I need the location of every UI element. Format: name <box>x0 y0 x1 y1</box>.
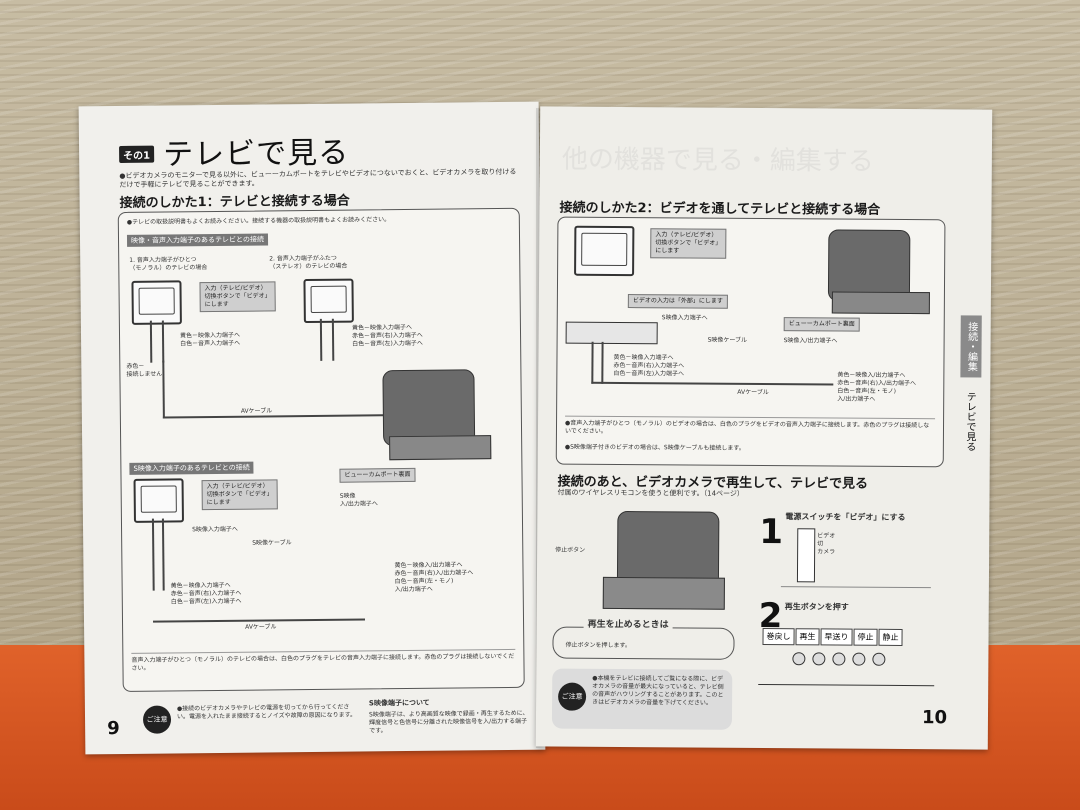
stop-button[interactable]: 停止 <box>853 628 878 646</box>
input-callout-right: 入力（テレビ/ビデオ） 切換ボタンで「ビデオ」 にします <box>650 228 727 259</box>
box2-note2: ●S映像端子付きのビデオの場合は、S映像ケーブルも接続します。 <box>564 443 745 452</box>
remote-dot-icon <box>852 652 866 666</box>
cable-line <box>319 318 323 361</box>
fast-forward-button[interactable]: 早送り <box>820 628 853 646</box>
right-page: 他の機器で見る・編集する 接続のしかた2：ビデオを通してテレビと接続する場合 入… <box>535 106 993 750</box>
port-label-right: ビューーカムポート裏面 <box>783 317 860 332</box>
s-in-label: S映像入力端子へ <box>661 314 708 322</box>
jack-labels-mono: 黄色－映像入力端子へ 白色－音声入力端子へ <box>179 331 241 348</box>
play-button[interactable]: 再生 <box>795 628 820 646</box>
s-terminal-label: S映像 入/出力端子へ <box>339 492 378 508</box>
left-page: その1 テレビで見る ●ビデオカメラのモニターで見る以外に、ビューーカムポートを… <box>78 101 546 755</box>
cable-line <box>151 518 155 591</box>
s-cable-label-right: S映像ケーブル <box>707 336 748 344</box>
side-text: テレビで見る <box>963 391 976 452</box>
caution-text-right: ●本機をテレビに接続してご覧になる際に、ビデオカメラの音量が最大になっていると、… <box>592 674 724 707</box>
subheading-s-video: S映像入力端子のあるテレビとの接続 <box>129 461 254 475</box>
dock-station-right <box>831 291 930 315</box>
step-bottom-line <box>758 683 935 687</box>
section1-heading: 接続のしかた1：テレビと接続する場合 <box>119 193 350 212</box>
cable-line <box>601 341 604 384</box>
page-number-right: 10 <box>921 707 948 729</box>
caution-box: ご注意 ●本機をテレビに接続してご覧になる際に、ビデオカメラの音量が最大になって… <box>551 668 733 730</box>
vcr-unit <box>565 321 658 345</box>
ghost-title: 他の機器で見る・編集する <box>561 144 874 177</box>
jack-labels-right: 黄色－映像入力端子へ 赤色－音声(右)入力端子へ 白色－音声(左)入力端子へ <box>613 353 685 378</box>
dock-playback <box>602 576 725 610</box>
page-number-left: 9 <box>107 718 120 740</box>
cable-line <box>331 318 335 361</box>
section2-heading: 接続のしかた2：ビデオを通してテレビと接続する場合 <box>559 200 881 218</box>
av-cable-label: AVケーブル <box>240 407 273 415</box>
cable-line <box>149 320 153 363</box>
cable-line <box>161 320 165 363</box>
rewind-button[interactable]: 巻戻し <box>762 627 795 646</box>
cable-line <box>161 518 165 591</box>
step-divider <box>780 586 931 589</box>
remote-dot-icon <box>872 652 886 666</box>
cable-line <box>591 341 594 384</box>
s-input-label: S映像入力端子へ <box>192 525 238 534</box>
page-title: テレビで見る <box>162 135 350 173</box>
case1-label: 1. 音声入力端子がひとつ （モノラル）のテレビの場合 <box>129 256 208 272</box>
side-tab: 接続・編集 <box>960 315 982 378</box>
subheading-av: 映像・音声入力端子のあるテレビとの接続 <box>126 233 269 247</box>
power-switch-icon <box>796 528 816 583</box>
stop-box: 再生を止めるときは 停止ボタンを押します。 <box>552 620 735 660</box>
box2-note1: ●音声入力端子がひとつ（モノラル）のビデオの場合は、白色のプラグをビデオの音声入… <box>564 415 936 439</box>
remote-dot-icon <box>812 652 826 666</box>
cable-line <box>591 381 834 386</box>
pause-button[interactable]: 静止 <box>878 628 903 646</box>
playback-subtext: 付属のワイヤレスリモコンを使うと便利です。（14ページ） <box>557 488 744 498</box>
s-out-label: S映像入/出力端子へ <box>783 337 838 345</box>
cable-line <box>162 360 165 419</box>
switch-labels: ビデオ 切 カメラ <box>817 532 836 556</box>
intro-text: ●ビデオカメラのモニターで見る以外に、ビューーカムポートをテレビやビデオにつない… <box>119 167 517 190</box>
footnote: 音声入力端子がひとつ（モノラル）のテレビの場合は、白色のプラグをテレビの音声入力… <box>131 648 516 673</box>
tv-mono <box>131 280 182 325</box>
remote-buttons: 巻戻し再生早送り停止静止 <box>762 624 903 646</box>
out-labels-right: 黄色－映像入/出力端子へ 赤色－音声(右)入/出力端子へ 白色－音声(左・モノ)… <box>837 371 917 403</box>
cable-line <box>153 618 366 623</box>
av-cable-label-right: AVケーブル <box>737 388 769 397</box>
vcr-callout: ビデオの入力は「外部」にします <box>627 294 728 309</box>
connection-box-2: 入力（テレビ/ビデオ） 切換ボタンで「ビデオ」 にします ビデオの入力は「外部」… <box>555 216 946 468</box>
in-labels: 黄色－映像入力端子へ 赤色－音声(右)入力端子へ 白色－音声(左)入力端子へ <box>170 581 242 606</box>
s-cable-label: S映像ケーブル <box>252 539 292 547</box>
caution-text: ●接続のビデオカメラやテレビの電源を切ってから行ってください。電源を入れたまま接… <box>176 703 357 721</box>
out-labels: 黄色－映像入/出力端子へ 赤色－音声(右)入/出力端子へ 白色－音声(左・モノ)… <box>394 561 474 594</box>
dock-station <box>389 435 492 461</box>
cable-line <box>162 414 385 419</box>
step1-number: 1 <box>759 511 784 553</box>
caution-icon: ご注意 <box>142 705 172 734</box>
input-callout-2: 入力（テレビ/ビデオ） 切換ボタンで「ビデオ」 にします <box>201 479 278 511</box>
stop-button-label: 停止ボタン <box>555 546 586 554</box>
connection-box: ●テレビの取扱説明書もよくお読みください。接続する機器の取扱説明書もよくお読みく… <box>117 207 525 692</box>
tv-stereo <box>303 278 354 324</box>
s-note-text: S映像端子は、より高画質な映像で録画・再生するために、輝度信号と色信号に分離され… <box>368 709 529 735</box>
case2-label: 2. 音声入力端子がふたつ （ステレオ）のテレビの場合 <box>269 254 348 271</box>
step2-text: 再生ボタンを押す <box>784 602 849 612</box>
jack-labels-stereo: 黄色－映像入力端子へ 赤色－音声(右)入力端子へ 白色－音声(左)入力端子へ <box>351 323 423 348</box>
tv-set <box>574 225 635 277</box>
tv-s-video <box>133 478 184 523</box>
remote-dot-icon <box>792 652 806 666</box>
s-note-title: S映像端子について <box>368 698 430 708</box>
red-plug-note: 赤色－ 接続しません <box>126 362 163 378</box>
stop-text: 停止ボタンを押します。 <box>565 641 631 650</box>
step1-text: 電源スイッチを「ビデオ」にする <box>785 512 906 522</box>
av-cable-label-2: AVケーブル <box>245 623 277 631</box>
remote-dot-icon <box>832 652 846 666</box>
input-callout: 入力（テレビ/ビデオ） 切換ボタンで「ビデオ」 にします <box>199 281 276 313</box>
box-note: ●テレビの取扱説明書もよくお読みください。接続する機器の取扱説明書もよくお読みく… <box>126 216 391 226</box>
section-tag: その1 <box>119 145 155 164</box>
stop-heading: 再生を止めるときは <box>583 620 673 631</box>
caution-icon-right: ご注意 <box>558 682 587 711</box>
port-label: ビューーカムポート裏面 <box>339 467 416 483</box>
